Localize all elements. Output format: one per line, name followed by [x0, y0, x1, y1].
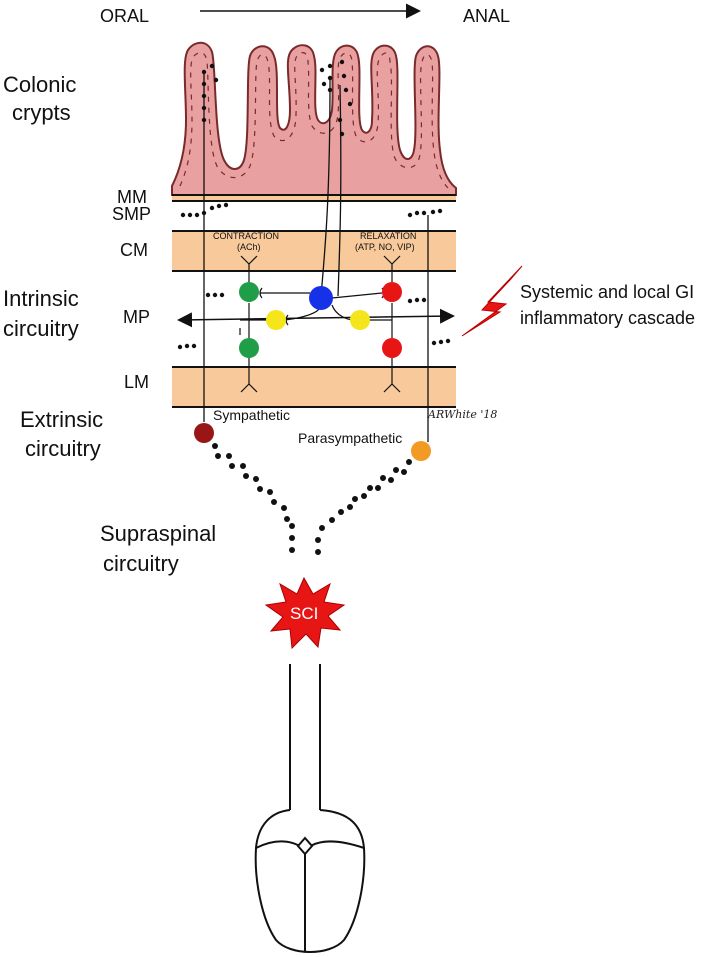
supraspinal-label-line1: Supraspinal: [100, 521, 216, 546]
relaxation-label: RELAXATION: [360, 231, 416, 241]
mm-band: [172, 196, 456, 200]
artist-signature: ARWhite '18: [427, 408, 497, 421]
sensory-neuron-left: [266, 310, 286, 330]
extrinsic-label-line1: Extrinsic: [20, 407, 103, 432]
extrinsic-dotted-pathways: [212, 443, 412, 555]
longitudinal-muscle-band: [172, 367, 456, 407]
sympathetic-label: Sympathetic: [213, 407, 290, 423]
extrinsic-label-line2: circuitry: [25, 436, 101, 461]
contraction-sub-label: (ACh): [237, 242, 261, 252]
colonic-label-line1: Colonic: [3, 72, 76, 97]
spinal-cord: [289, 664, 321, 810]
parasympathetic-label: Parasympathetic: [298, 430, 402, 446]
contraction-motor-neuron-upper: [239, 282, 259, 302]
inflammation-label-line1: Systemic and local GI: [520, 282, 694, 302]
sensory-neuron-right: [350, 310, 370, 330]
mm-label: MM: [117, 187, 147, 207]
intrinsic-label-line2: circuitry: [3, 316, 79, 341]
inflammation-label-line2: inflammatory cascade: [520, 308, 695, 328]
supraspinal-label-line2: circuitry: [103, 551, 179, 576]
lightning-icon: [461, 265, 523, 337]
mp-axis-arrow: [177, 308, 455, 328]
brain-icon: [254, 809, 366, 953]
inhibitory-motor-neuron-lower: [382, 338, 402, 358]
intrinsic-label-line1: Intrinsic: [3, 286, 79, 311]
relaxation-sub-label: (ATP, NO, VIP): [355, 242, 415, 252]
lm-label: LM: [124, 372, 149, 392]
colonic-crypts: [171, 41, 457, 196]
colonic-label-line2: crypts: [12, 100, 71, 125]
sympathetic-ganglion: [194, 423, 214, 443]
smp-label: SMP: [112, 204, 151, 224]
contraction-label: CONTRACTION: [213, 231, 279, 241]
inhibitory-motor-neuron-upper: [382, 282, 402, 302]
circular-muscle-band: [172, 231, 456, 271]
crypt-nerve-endings: [201, 59, 353, 137]
parasympathetic-ganglion: [411, 441, 431, 461]
side-nerve-dots: [177, 202, 451, 350]
interneuron: [309, 286, 333, 310]
oral-label: ORAL: [100, 6, 149, 26]
mp-label: MP: [123, 307, 150, 327]
cm-label: CM: [120, 240, 148, 260]
sci-label: SCI: [290, 604, 318, 623]
contraction-motor-neuron-lower: [239, 338, 259, 358]
sci-burst-icon: [264, 576, 346, 650]
anal-label: ANAL: [463, 6, 510, 26]
